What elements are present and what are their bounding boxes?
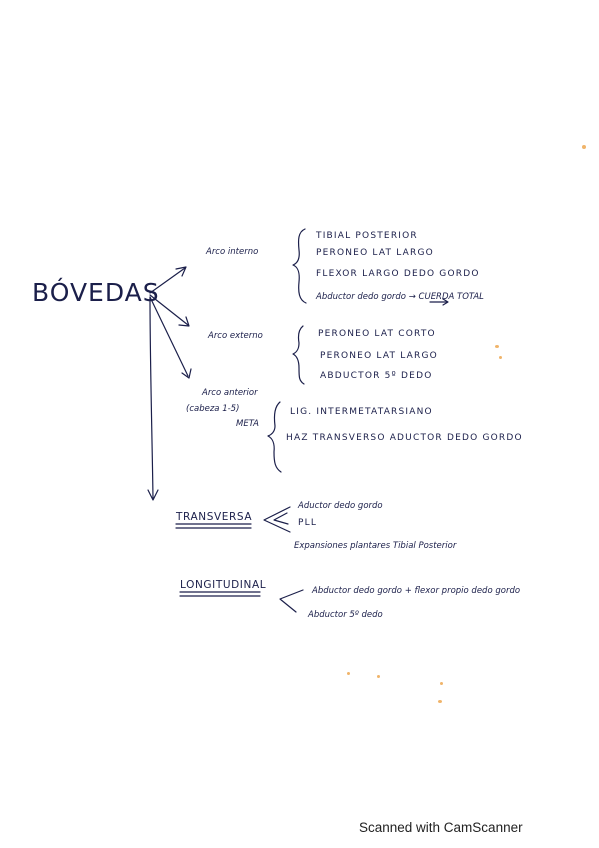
arrowhead-cuerda-total: [442, 298, 449, 306]
stain-dot: [499, 356, 502, 359]
arrowhead-arco-interno: [175, 266, 187, 277]
stain-dot: [347, 672, 350, 675]
arrowhead-arco-externo: [178, 316, 190, 327]
arco-externo-item-3: ABDUCTOR 5º DEDO: [320, 371, 433, 381]
longitudinal-item-2: Abductor 5º dedo: [308, 610, 383, 620]
arco-interno-label: Arco interno: [206, 247, 259, 257]
transversa-item-2: PLL: [298, 518, 318, 528]
arco-externo-label: Arco externo: [208, 331, 263, 341]
page-title: BÓVEDAS: [32, 278, 160, 307]
arrow-to-arco-interno: [149, 267, 186, 294]
camscanner-footer: Scanned with CamScanner: [359, 820, 523, 835]
chevron-transversa-inner: [273, 512, 289, 525]
stain-dot: [438, 700, 442, 703]
stain-dot: [440, 682, 443, 685]
stain-dot: [495, 345, 499, 348]
arco-anterior-label-3: META: [236, 419, 259, 429]
arco-anterior-label-1: Arco anterior: [202, 388, 258, 398]
arco-interno-item-2: PERONEO LAT LARGO: [316, 248, 434, 258]
arco-interno-item-4: Abductor dedo gordo → CUERDA TOTAL: [316, 292, 484, 302]
arrowhead-arco-anterior: [181, 368, 192, 379]
transversa-item-1: Aductor dedo gordo: [298, 501, 383, 511]
stain-dot: [377, 675, 380, 678]
arrow-to-arco-externo: [149, 294, 189, 326]
chevron-transversa: [263, 506, 291, 533]
brace-arco-externo: [292, 325, 305, 385]
arrow-to-arco-anterior: [149, 296, 189, 377]
arco-anterior-item-1: LIG. INTERMETATARSIANO: [290, 407, 433, 417]
arrowhead-main-down: [147, 489, 159, 501]
arco-anterior-item-2: HAZ TRANSVERSO ADUCTOR DEDO GORDO: [286, 433, 523, 443]
transversa-item-3: Expansiones plantares Tibial Posterior: [294, 541, 457, 551]
arco-externo-item-2: PERONEO LAT LARGO: [320, 351, 438, 361]
stain-dot: [582, 145, 586, 149]
brace-arco-interno: [292, 228, 307, 304]
longitudinal-item-1: Abductor dedo gordo + flexor propio dedo…: [312, 586, 521, 596]
arrow-down-main: [149, 296, 154, 499]
arco-anterior-label-2: (cabeza 1-5): [186, 404, 240, 414]
arco-interno-item-3: FLEXOR LARGO DEDO GORDO: [316, 269, 480, 279]
brace-arco-anterior: [267, 401, 282, 473]
arco-interno-item-1: TIBIAL POSTERIOR: [316, 231, 418, 241]
transversa-heading: TRANSVERSA: [176, 511, 253, 523]
arco-externo-item-1: PERONEO LAT CORTO: [318, 329, 436, 339]
longitudinal-heading: LONGITUDINAL: [180, 579, 267, 591]
chevron-longitudinal: [279, 589, 304, 613]
